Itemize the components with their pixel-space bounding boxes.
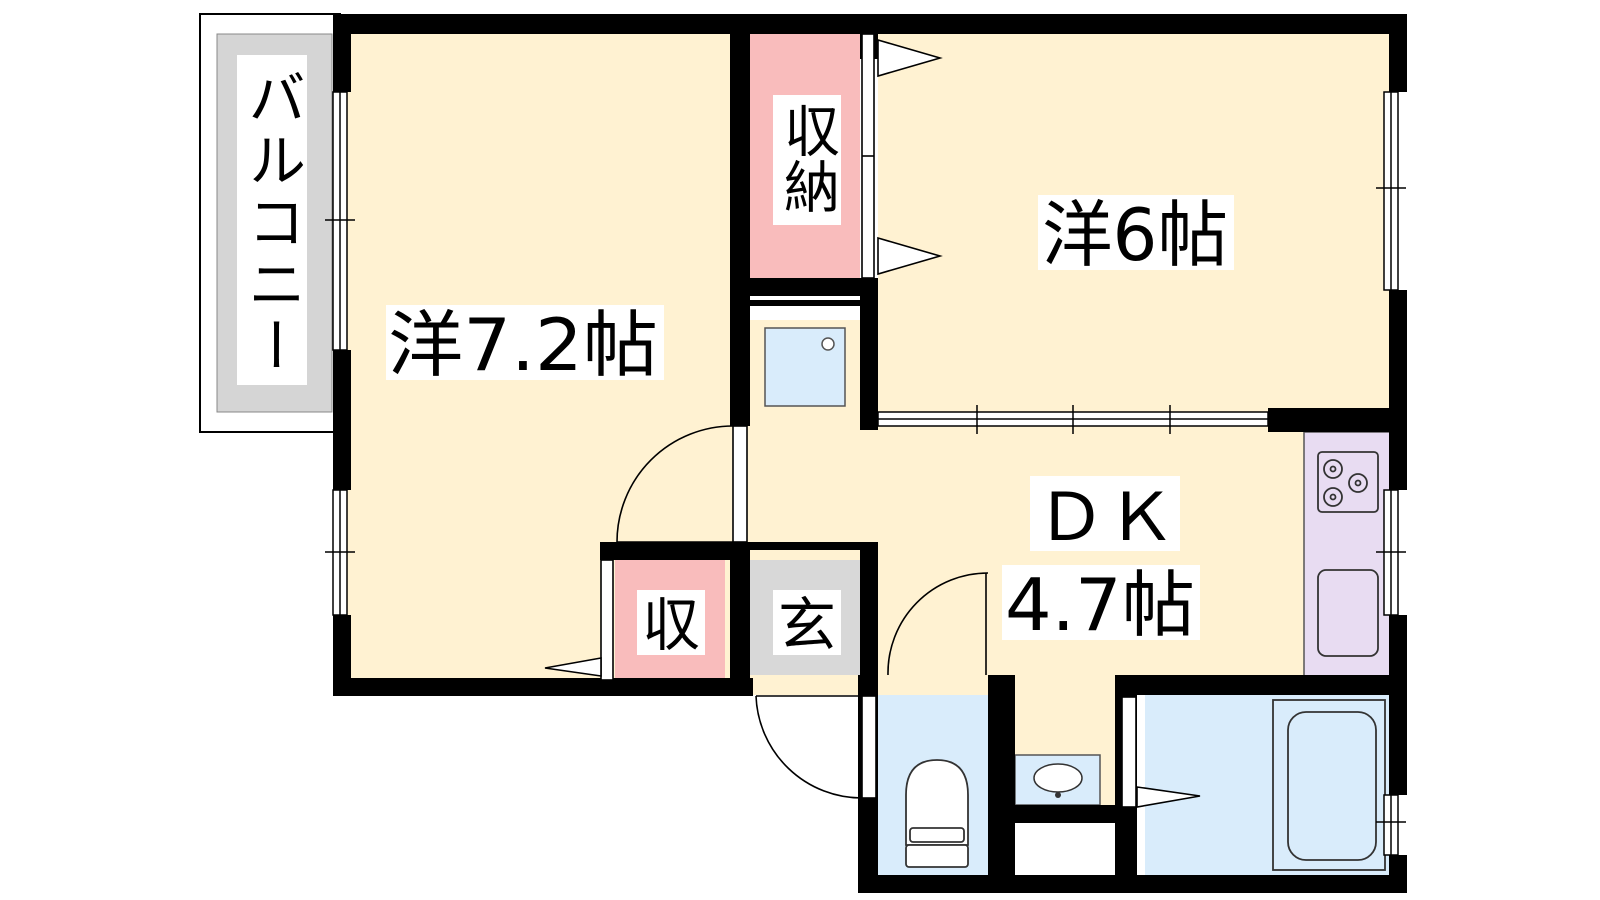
doors xyxy=(544,33,1201,808)
dk-size-label-bg xyxy=(1002,565,1200,640)
stove-icon xyxy=(1317,451,1379,513)
dk-name-label-bg xyxy=(1030,476,1180,551)
western-room-b-label: 洋6帖 xyxy=(1042,193,1228,277)
closet-small-label-bg xyxy=(637,590,705,655)
balcony-label: バルコニー xyxy=(238,68,306,378)
western-room-b-label-bg xyxy=(1038,195,1234,270)
sink-icon xyxy=(1317,569,1379,657)
bathtub-icon xyxy=(1287,711,1377,861)
balcony: バルコニー xyxy=(199,13,341,433)
entrance-label: 玄 xyxy=(778,591,836,659)
closet-small-label: 収 xyxy=(642,591,700,659)
washbasin-bowl-icon xyxy=(1033,763,1083,793)
dk-name-label: ＤＫ xyxy=(1036,479,1176,556)
western-room-a-label: 洋7.2帖 xyxy=(388,303,658,387)
toilet-icon xyxy=(905,759,969,868)
drain-icon xyxy=(821,337,835,351)
entrance-label-bg xyxy=(773,590,841,655)
storage-block xyxy=(1015,818,1115,873)
closet-big-label-bg xyxy=(773,95,841,225)
western-room-a-label-bg xyxy=(386,305,664,380)
closet-big-label: 収納 xyxy=(775,102,840,214)
faucet-icon xyxy=(1055,792,1061,798)
dk-size-label: 4.7帖 xyxy=(1005,563,1195,647)
